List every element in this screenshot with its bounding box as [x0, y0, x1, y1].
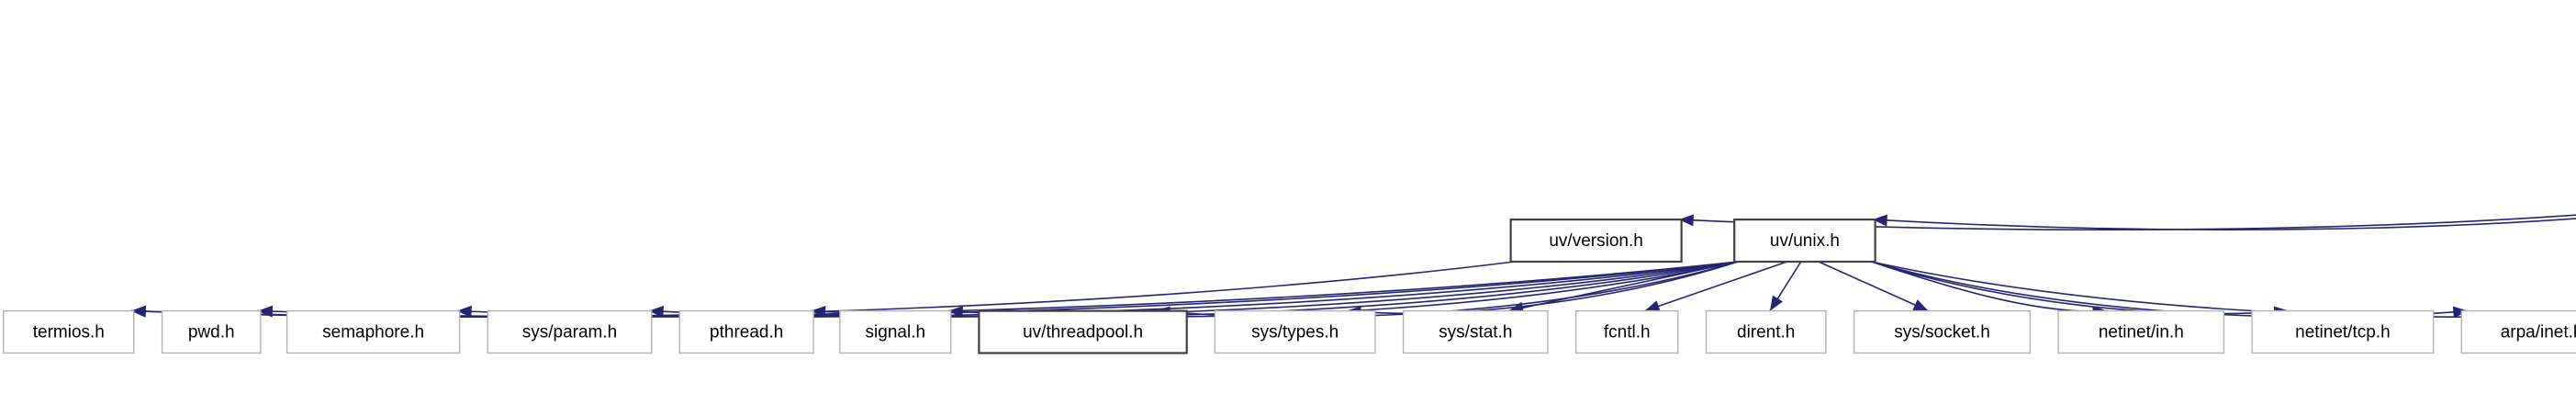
node-netinet-in-h[interactable]: netinet/in.h: [2057, 309, 2225, 354]
arrow-head: [1769, 295, 1783, 311]
node-label: pwd.h: [188, 323, 235, 342]
node-termios-h[interactable]: termios.h: [3, 309, 135, 354]
edge-path: [1872, 218, 2576, 230]
edge-path: [1871, 261, 2290, 315]
edge-path: [811, 261, 1739, 318]
node-box[interactable]: [1853, 309, 2032, 354]
node-uv-threadpool-h[interactable]: uv/threadpool.h: [978, 309, 1188, 354]
node-box[interactable]: [1509, 219, 1683, 264]
arrow-head: [1912, 299, 1929, 311]
node-sys-stat-h[interactable]: sys/stat.h: [1402, 309, 1549, 354]
arrow-head: [1678, 214, 1694, 227]
node-pwd-h[interactable]: pwd.h: [161, 309, 262, 354]
node-box[interactable]: [1402, 309, 1549, 354]
node-semaphore-h[interactable]: semaphore.h: [286, 309, 461, 354]
node-label: arpa/inet.h: [2501, 323, 2576, 342]
node-label: uv/unix.h: [1770, 231, 1840, 251]
edge-uv-unix-h-to-pthread-h: [811, 261, 1739, 318]
node-box[interactable]: [1214, 309, 1376, 354]
arrow-head: [2452, 306, 2469, 319]
node-box[interactable]: [1705, 309, 1827, 354]
node-arpa-inet-h[interactable]: arpa/inet.h: [2460, 309, 2576, 354]
node-label: termios.h: [33, 323, 105, 342]
node-box[interactable]: [286, 309, 461, 354]
edge-path: [1507, 261, 1739, 312]
edge-uv-h-to-uv-unix-h: [1872, 214, 2576, 230]
node-box[interactable]: [2251, 309, 2435, 354]
edge-uv-unix-h-to-fcntl-h: [1644, 261, 1787, 312]
node-box[interactable]: [839, 309, 952, 354]
node-sys-types-h[interactable]: sys/types.h: [1214, 309, 1376, 354]
node-box[interactable]: [2057, 309, 2225, 354]
node-label: sys/socket.h: [1894, 323, 1990, 342]
arrow-head: [1644, 300, 1661, 312]
arrow-head: [456, 305, 472, 318]
node-fcntl-h[interactable]: fcntl.h: [1574, 309, 1679, 354]
node-uv-version-h[interactable]: uv/version.h: [1509, 219, 1683, 264]
node-box[interactable]: [1574, 309, 1679, 354]
arrow-head: [648, 305, 664, 318]
node-box[interactable]: [161, 309, 262, 354]
node-label: sys/types.h: [1251, 323, 1338, 342]
node-uv-unix-h[interactable]: uv/unix.h: [1733, 219, 1876, 264]
node-label: semaphore.h: [322, 323, 424, 342]
node-sys-socket-h[interactable]: sys/socket.h: [1853, 309, 2032, 354]
node-label: uv/threadpool.h: [1023, 323, 1143, 342]
arrow-head: [130, 305, 146, 318]
node-pthread-h[interactable]: pthread.h: [678, 309, 814, 354]
node-dirent-h[interactable]: dirent.h: [1705, 309, 1827, 354]
node-box[interactable]: [2460, 309, 2576, 354]
edge-uv-unix-h-to-dirent-h: [1769, 261, 1802, 312]
node-label: netinet/in.h: [2099, 323, 2184, 342]
arrow-head: [947, 306, 964, 319]
node-label: sys/stat.h: [1439, 323, 1512, 342]
node-label: uv/version.h: [1549, 231, 1642, 251]
node-box[interactable]: [678, 309, 814, 354]
edge-path: [1818, 261, 1929, 312]
node-box[interactable]: [1733, 219, 1876, 264]
node-label: pthread.h: [710, 323, 783, 342]
node-netinet-tcp-h[interactable]: netinet/tcp.h: [2251, 309, 2435, 354]
node-label: netinet/tcp.h: [2295, 323, 2391, 342]
node-box[interactable]: [978, 309, 1188, 354]
edge-path: [1644, 261, 1787, 312]
node-label: dirent.h: [1737, 323, 1795, 342]
edge-uv-unix-h-to-sys-socket-h: [1818, 261, 1929, 312]
node-box[interactable]: [487, 309, 653, 354]
node-label: sys/param.h: [522, 323, 617, 342]
edge-uv-unix-h-to-netdb-h: [1871, 261, 2576, 318]
node-signal-h[interactable]: signal.h: [839, 309, 952, 354]
node-box[interactable]: [3, 309, 135, 354]
node-label: signal.h: [866, 323, 926, 342]
nodes-layer: test-cwd-and-chdir.ctask.huv.hsys/time.h…: [3, 219, 2576, 354]
node-sys-param-h[interactable]: sys/param.h: [487, 309, 653, 354]
node-label: fcntl.h: [1604, 323, 1651, 342]
arrow-head: [1872, 214, 1887, 227]
